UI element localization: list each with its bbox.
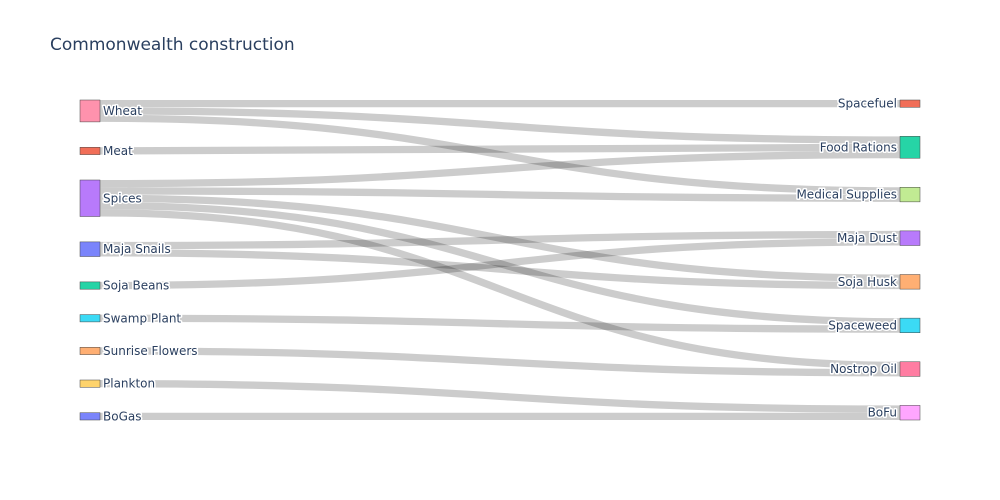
node-swamp-plant[interactable] [79,314,101,323]
link-spices-to-food-rations[interactable] [99,150,901,188]
node-label-nostrop-oil: Nostrop Oil [830,362,897,376]
link-spices-to-nostrop-oil[interactable] [99,209,901,370]
node-food-rations[interactable] [899,136,921,159]
node-label-maja-dust: Maja Dust [837,231,897,245]
node-sunrise-flowers[interactable] [79,347,101,355]
node-label-wheat: Wheat [103,104,142,118]
node-soja-husk[interactable] [899,274,921,290]
node-spacefuel[interactable] [899,99,921,108]
node-plankton[interactable] [79,379,101,388]
node-maja-snails[interactable] [79,241,101,257]
link-spices-to-medical-supplies[interactable] [99,187,901,202]
node-label-spaceweed: Spaceweed [828,318,897,332]
link-swamp-plant-to-spaceweed[interactable] [99,314,901,333]
link-sunrise-flowers-to-nostrop-oil[interactable] [99,347,901,377]
link-soja-beans-to-maja-dust[interactable] [99,238,901,290]
node-label-spices: Spices [103,191,142,205]
node-meat[interactable] [79,147,101,155]
node-maja-dust[interactable] [899,230,921,246]
link-spices-to-spaceweed[interactable] [99,201,901,326]
node-bofu[interactable] [899,405,921,421]
node-label-soja-husk: Soja Husk [838,275,897,289]
node-label-plankton: Plankton [103,377,155,391]
node-label-medical-supplies: Medical Supplies [796,188,897,202]
node-label-maja-snails: Maja Snails [103,242,171,256]
link-spices-to-soja-husk[interactable] [99,194,901,282]
node-label-soja-beans: Soja Beans [103,279,169,293]
node-wheat[interactable] [79,99,101,123]
links-layer [99,99,901,421]
link-wheat-to-medical-supplies[interactable] [99,114,901,195]
link-meat-to-food-rations[interactable] [99,143,901,155]
link-maja-snails-to-maja-dust[interactable] [99,230,901,250]
link-wheat-to-food-rations[interactable] [99,107,901,144]
node-medical-supplies[interactable] [899,187,921,203]
node-label-bogas: BoGas [103,409,141,423]
node-spaceweed[interactable] [899,317,921,333]
node-label-spacefuel: Spacefuel [838,97,897,111]
chart-title: Commonwealth construction [50,35,295,55]
link-plankton-to-bofu[interactable] [99,380,901,413]
node-label-food-rations: Food Rations [820,140,897,154]
link-maja-snails-to-soja-husk[interactable] [99,249,901,290]
node-spices[interactable] [79,179,101,217]
node-label-bofu: BoFu [868,406,897,420]
node-nostrop-oil[interactable] [899,361,921,377]
nodes-layer [79,99,921,421]
node-label-swamp-plant: Swamp Plant [103,311,181,325]
node-bogas[interactable] [79,412,101,421]
node-soja-beans[interactable] [79,281,101,290]
node-label-sunrise-flowers: Sunrise Flowers [103,344,198,358]
node-label-meat: Meat [103,144,133,158]
